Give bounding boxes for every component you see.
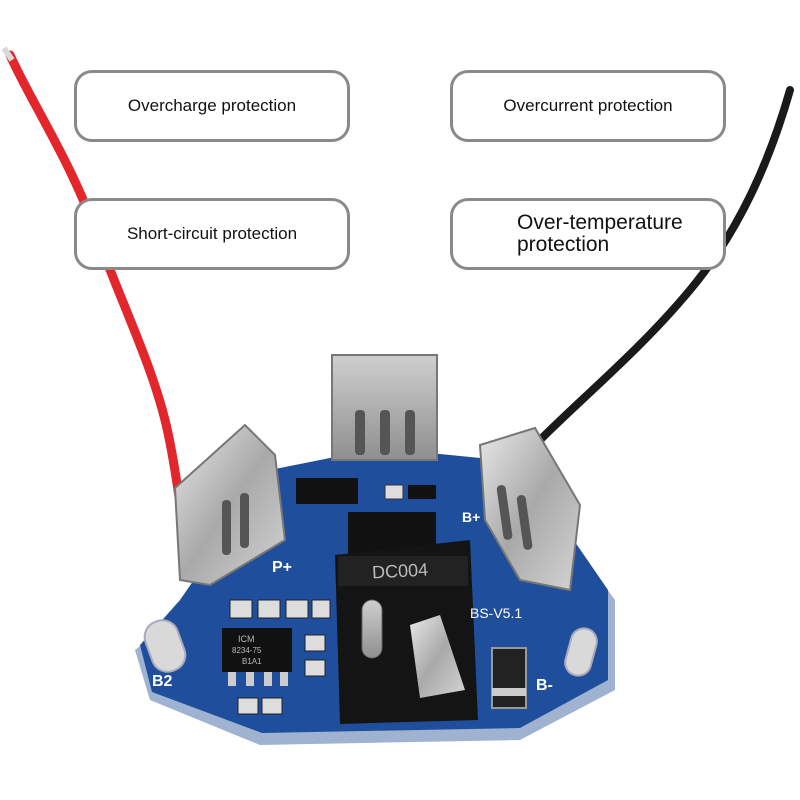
mounting-slot-left: [143, 619, 187, 673]
terminal-center-slot-3: [405, 410, 415, 455]
smd-resistor-1: [229, 599, 253, 619]
diode: [491, 647, 527, 709]
black-wire: [536, 86, 794, 444]
smd-resistor-5: [304, 634, 326, 652]
terminal-right-slot-2: [516, 495, 533, 550]
version-label: BS-V5.1: [470, 605, 522, 621]
mosfet-top: [296, 478, 358, 504]
smd-resistor-8: [261, 697, 283, 715]
over-temperature-protection-text: Over-temperature protection: [517, 211, 683, 256]
terminal-right: [478, 426, 582, 592]
pad-label-b2: B2: [152, 673, 173, 690]
smd-resistor-3: [285, 599, 309, 619]
smd-part-1: [384, 484, 404, 500]
overcharge-protection-text: Overcharge protection: [127, 96, 297, 115]
dc-connector-tab: [410, 615, 465, 698]
ic-pin-4: [280, 672, 288, 686]
smd-resistor-6: [304, 659, 326, 677]
pad-label-b-minus: B-: [536, 677, 553, 694]
pad-label-b-plus: B+: [462, 509, 480, 525]
protection-ic: [222, 628, 292, 672]
ic-pin-2: [246, 672, 254, 686]
dc-connector-pin: [361, 599, 383, 659]
overcurrent-protection-label: Overcurrent protection: [450, 70, 726, 142]
mounting-slot-right: [564, 627, 598, 677]
terminal-left-slot-1: [222, 500, 231, 555]
smd-part-2: [408, 485, 436, 499]
pad-label-p-plus: P+: [272, 559, 292, 576]
short-circuit-protection-text: Short-circuit protection: [126, 224, 298, 243]
smd-resistor-2: [257, 599, 281, 619]
terminal-left-slot-2: [240, 493, 249, 548]
ic-text-3: B1A1: [242, 657, 262, 666]
smd-resistor-4: [311, 599, 331, 619]
dc-connector-face: [338, 556, 468, 586]
overcurrent-protection-text: Overcurrent protection: [503, 96, 673, 115]
ic-pin-1: [228, 672, 236, 686]
ic-text-1: ICM: [238, 634, 255, 644]
over-temperature-protection-label: Over-temperature protection: [450, 198, 726, 270]
terminal-center-slot-2: [380, 410, 390, 455]
red-wire-tip: [1, 46, 15, 62]
diode-band: [492, 688, 526, 696]
overcharge-protection-label: Overcharge protection: [74, 70, 350, 142]
terminal-center-slot-1: [355, 410, 365, 455]
smd-resistor-7: [237, 697, 259, 715]
ic-pin-3: [264, 672, 272, 686]
terminal-right-slot-1: [496, 485, 513, 540]
ic-text-2: 8234-75: [232, 646, 262, 655]
connector-text: DC004: [372, 560, 429, 583]
short-circuit-protection-label: Short-circuit protection: [74, 198, 350, 270]
